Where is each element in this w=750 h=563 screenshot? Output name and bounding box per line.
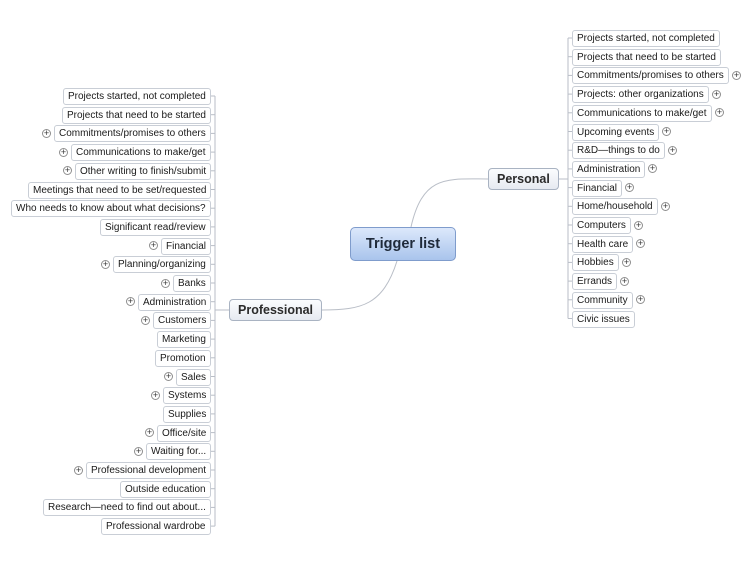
subtopic-professional-banks[interactable]: Banks: [173, 275, 211, 292]
expand-plus-icon[interactable]: +: [164, 371, 173, 381]
subtopic-personal-upcoming-events[interactable]: Upcoming events: [572, 123, 660, 141]
subtopic-professional-marketing[interactable]: Marketing: [157, 331, 211, 349]
subtopic-professional-administration[interactable]: Administration: [138, 293, 212, 311]
expand-plus-icon[interactable]: +: [145, 427, 154, 438]
subtopic-professional-systems[interactable]: Systems: [163, 387, 212, 405]
subtopic-professional-projects-started-not-completed[interactable]: Projects started, not completed: [63, 88, 211, 105]
subtopic-professional-waiting-for[interactable]: Waiting for...: [146, 443, 212, 461]
expand-plus-icon[interactable]: +: [668, 144, 677, 155]
expand-plus-icon[interactable]: +: [134, 445, 143, 456]
subtopic-professional-communications-to-make-get[interactable]: Communications to make/get: [71, 144, 211, 162]
subtopic-professional-supplies[interactable]: Supplies: [163, 405, 212, 423]
subtopic-personal-computers[interactable]: Computers: [572, 217, 631, 234]
subtopic-professional-financial[interactable]: Financial: [161, 237, 212, 255]
subtopic-personal-financial[interactable]: Financial: [572, 179, 623, 197]
subtopic-professional-professional-development[interactable]: Professional development: [86, 462, 212, 479]
expand-plus-icon[interactable]: +: [620, 275, 629, 286]
subtopic-personal-civic-issues[interactable]: Civic issues: [572, 310, 635, 328]
subtopic-professional-professional-wardrobe[interactable]: Professional wardrobe: [101, 518, 211, 536]
subtopic-professional-planning-organizing[interactable]: Planning/organizing: [113, 256, 211, 274]
subtopic-personal-administration[interactable]: Administration: [572, 160, 646, 178]
subtopic-personal-projects-started-not-completed[interactable]: Projects started, not completed: [572, 30, 720, 47]
branch-personal[interactable]: Personal: [488, 168, 559, 190]
subtopic-professional-who-needs-to-know-about-what-decisions[interactable]: Who needs to know about what decisions?: [11, 200, 211, 218]
expand-plus-icon[interactable]: +: [732, 69, 741, 80]
expand-plus-icon[interactable]: +: [151, 389, 160, 400]
subtopic-personal-commitments-promises-to-others[interactable]: Commitments/promises to others: [572, 67, 729, 85]
expand-plus-icon[interactable]: +: [126, 296, 135, 307]
subtopic-personal-community[interactable]: Community: [572, 291, 633, 309]
subtopic-personal-r-d-things-to-do[interactable]: R&D—things to do: [572, 142, 665, 160]
subtopic-personal-projects-that-need-to-be-started[interactable]: Projects that need to be started: [572, 48, 721, 66]
subtopic-professional-commitments-promises-to-others[interactable]: Commitments/promises to others: [54, 125, 211, 143]
subtopic-professional-office-site[interactable]: Office/site: [157, 424, 212, 442]
expand-plus-icon[interactable]: +: [636, 238, 645, 249]
subtopic-personal-communications-to-make-get[interactable]: Communications to make/get: [572, 104, 712, 122]
expand-plus-icon[interactable]: +: [622, 256, 631, 267]
subtopic-personal-projects-other-organizations[interactable]: Projects: other organizations: [572, 86, 709, 104]
expand-plus-icon[interactable]: +: [101, 258, 110, 269]
expand-plus-icon[interactable]: +: [636, 294, 645, 305]
expand-plus-icon[interactable]: +: [161, 277, 170, 288]
expand-plus-icon[interactable]: +: [661, 200, 670, 211]
expand-plus-icon[interactable]: +: [149, 240, 158, 251]
expand-plus-icon[interactable]: +: [712, 88, 721, 99]
expand-plus-icon[interactable]: +: [715, 107, 724, 118]
subtopic-personal-errands[interactable]: Errands: [572, 273, 618, 291]
expand-plus-icon[interactable]: +: [648, 163, 657, 174]
expand-plus-icon[interactable]: +: [63, 165, 72, 176]
expand-plus-icon[interactable]: +: [625, 182, 634, 193]
central-topic[interactable]: Trigger list: [350, 227, 456, 261]
expand-plus-icon[interactable]: +: [634, 219, 643, 230]
subtopic-personal-home-household[interactable]: Home/household: [572, 198, 658, 216]
expand-plus-icon[interactable]: +: [141, 314, 150, 325]
expand-plus-icon[interactable]: +: [74, 464, 83, 475]
subtopic-professional-customers[interactable]: Customers: [153, 312, 212, 330]
subtopic-professional-outside-education[interactable]: Outside education: [120, 480, 211, 498]
expand-plus-icon[interactable]: +: [662, 126, 671, 136]
subtopic-professional-significant-read-review[interactable]: Significant read/review: [100, 218, 211, 236]
subtopic-professional-projects-that-need-to-be-started[interactable]: Projects that need to be started: [62, 106, 211, 124]
subtopic-personal-hobbies[interactable]: Hobbies: [572, 254, 619, 272]
expand-plus-icon[interactable]: +: [59, 146, 68, 157]
subtopic-professional-sales[interactable]: Sales: [176, 368, 212, 386]
branch-professional[interactable]: Professional: [229, 299, 323, 321]
subtopic-professional-research-need-to-find-out-about[interactable]: Research—need to find out about...: [43, 499, 211, 517]
expand-plus-icon[interactable]: +: [42, 127, 51, 138]
subtopic-personal-health-care[interactable]: Health care: [572, 235, 634, 253]
subtopic-professional-promotion[interactable]: Promotion: [155, 349, 211, 367]
subtopic-professional-meetings-that-need-to-be-set-requested[interactable]: Meetings that need to be set/requested: [28, 181, 212, 199]
subtopic-professional-other-writing-to-finish-submit[interactable]: Other writing to finish/submit: [75, 162, 212, 180]
